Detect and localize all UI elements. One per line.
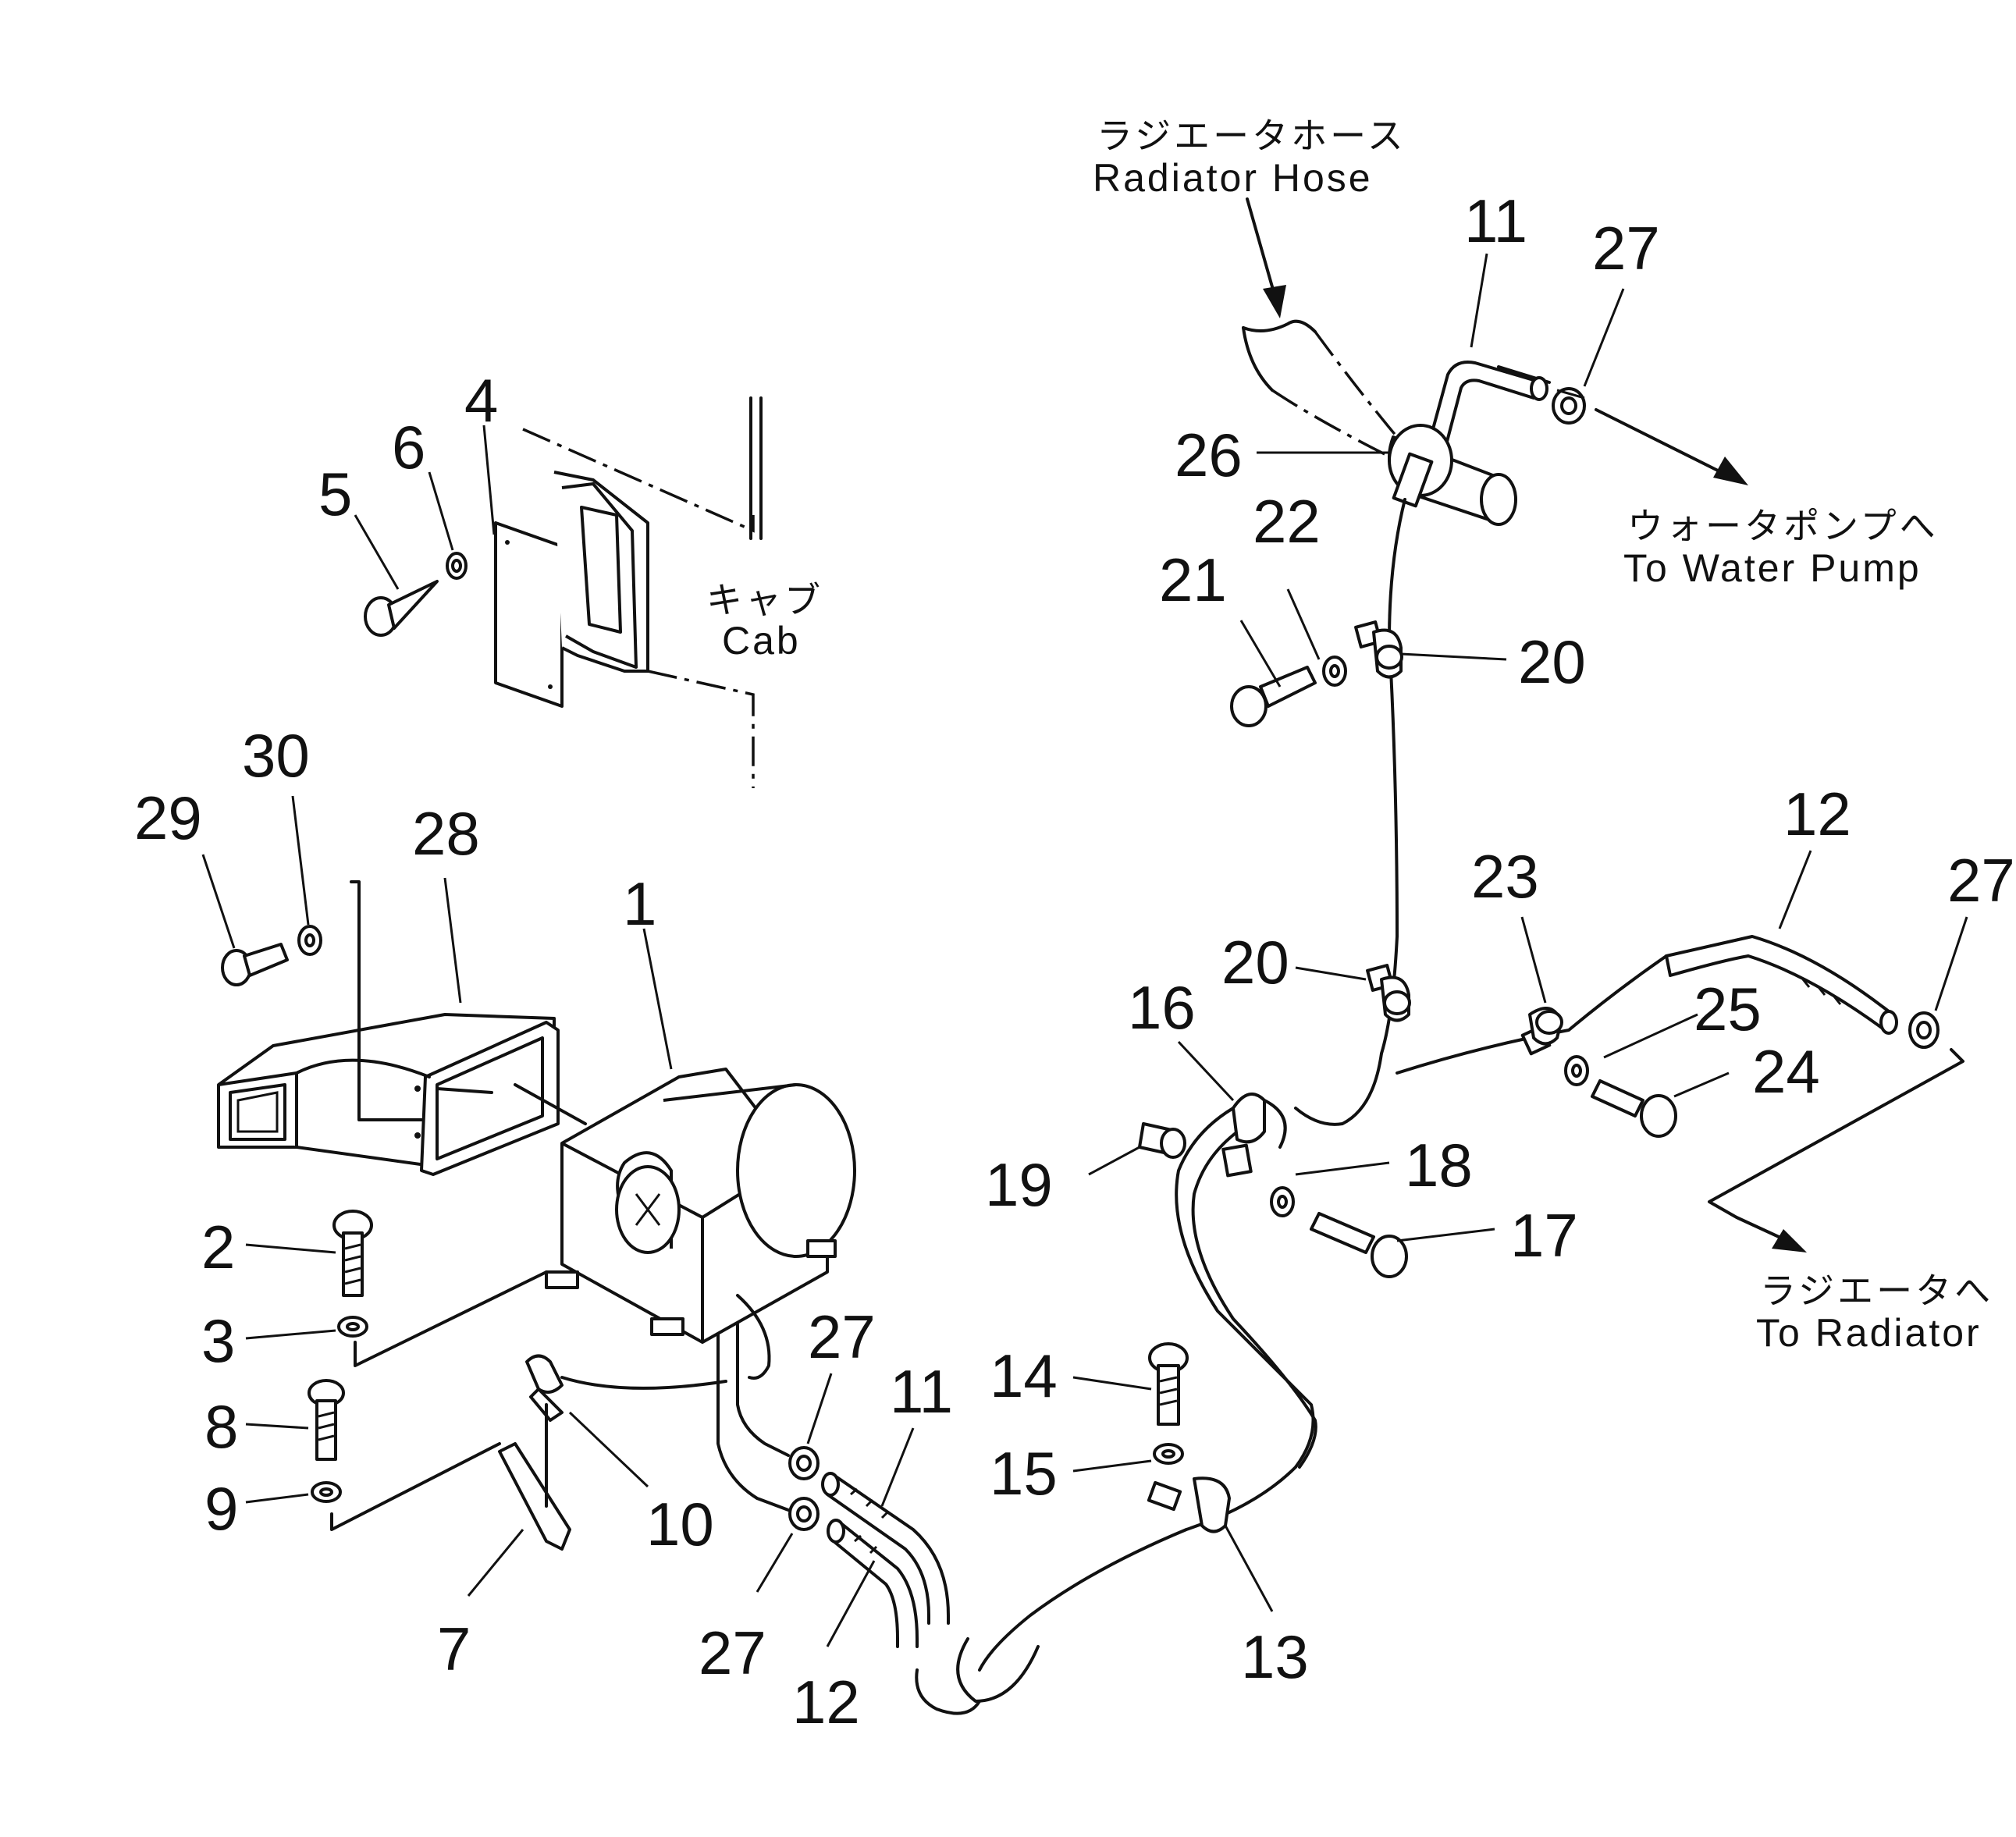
part-number-12-upper: 12 xyxy=(1783,780,1851,848)
bracket-7 xyxy=(498,1403,571,1551)
arrow-radiator-hose xyxy=(1246,197,1286,318)
bolt-21 xyxy=(1230,666,1317,727)
part-number-28: 28 xyxy=(412,799,480,868)
part-number-11-upper: 11 xyxy=(1464,187,1527,255)
washer-25 xyxy=(1564,1055,1589,1086)
part-number-20-upper: 20 xyxy=(1518,627,1586,696)
to-water-pump-label-jp: ウォータポンプへ xyxy=(1627,505,1939,547)
part-number-23: 23 xyxy=(1471,842,1539,911)
hose-clamp-27-lower-lower xyxy=(788,1497,820,1531)
part-number-17: 17 xyxy=(1510,1201,1578,1270)
arrow-to-water-pump xyxy=(1595,408,1748,485)
bolt-29 xyxy=(221,943,289,986)
leader-9 xyxy=(330,1442,501,1531)
cover-plate-4 xyxy=(494,396,763,788)
cab-label-en: Cab xyxy=(722,619,801,663)
part-number-10: 10 xyxy=(646,1490,714,1558)
part-number-27-lower-lower: 27 xyxy=(699,1618,766,1687)
hose-11-upper xyxy=(1423,361,1548,470)
line-upper-2 xyxy=(1294,1052,1383,1126)
part-number-9: 9 xyxy=(204,1474,238,1543)
clamp-20-upper xyxy=(1354,620,1403,679)
washer-3 xyxy=(337,1316,368,1338)
washer-9 xyxy=(311,1481,342,1503)
part-number-8: 8 xyxy=(204,1392,238,1461)
spacer-19 xyxy=(1138,1122,1186,1159)
part-number-7: 7 xyxy=(437,1615,471,1683)
clamp-20-lower xyxy=(1366,964,1411,1022)
to-water-pump-label-en: To Water Pump xyxy=(1623,546,1922,590)
hose-clamp-27-top xyxy=(1552,387,1586,425)
leader-lines xyxy=(201,253,1968,1647)
part-number-2: 2 xyxy=(201,1213,235,1281)
bolt-17 xyxy=(1310,1212,1408,1278)
hose-12-upper xyxy=(1396,935,1898,1075)
duct-28 xyxy=(217,880,587,1176)
clamp-16 xyxy=(1221,1093,1287,1178)
part-number-27-lower-upper: 27 xyxy=(808,1302,876,1371)
to-radiator-label-jp: ラジエータへ xyxy=(1760,1270,1993,1312)
part-number-20-lower: 20 xyxy=(1221,928,1289,997)
part-number-19: 19 xyxy=(985,1150,1053,1219)
hose-12-lower xyxy=(827,1519,919,1648)
heater-unit-1 xyxy=(545,1068,856,1380)
screw-5 xyxy=(364,580,439,637)
radiator-hose-label-jp: ラジエータホース xyxy=(1097,115,1406,157)
part-number-29: 29 xyxy=(134,783,202,852)
connector-10 xyxy=(525,1354,727,1422)
part-number-30: 30 xyxy=(242,721,310,790)
part-number-1: 1 xyxy=(623,869,656,938)
hose-clamp-27-lower-upper xyxy=(788,1446,820,1480)
part-number-13: 13 xyxy=(1241,1622,1309,1691)
part-number-22: 22 xyxy=(1253,487,1321,556)
washer-22 xyxy=(1322,656,1347,687)
part-number-21: 21 xyxy=(1159,545,1227,614)
part-number-11-lower: 11 xyxy=(890,1357,953,1426)
part-number-12-lower: 12 xyxy=(792,1668,860,1736)
part-number-3: 3 xyxy=(201,1306,235,1375)
part-number-14: 14 xyxy=(990,1341,1058,1410)
radiator-hose-label-en: Radiator Hose xyxy=(1093,156,1373,200)
part-number-18: 18 xyxy=(1405,1131,1473,1199)
hose-clamp-27-right xyxy=(1908,1011,1940,1049)
arrow-to-radiator xyxy=(1708,1048,1964,1252)
bolt-24 xyxy=(1591,1079,1677,1138)
part-number-6: 6 xyxy=(392,413,425,481)
washer-6 xyxy=(446,552,468,580)
part-number-16: 16 xyxy=(1128,973,1196,1042)
part-number-27-right: 27 xyxy=(1947,846,2015,915)
part-number-15: 15 xyxy=(990,1439,1058,1508)
bolt-2 xyxy=(332,1210,373,1297)
washer-15 xyxy=(1153,1443,1184,1465)
washer-30 xyxy=(297,925,322,956)
hose-13-long xyxy=(915,1107,1317,1715)
leader-3 xyxy=(354,1270,548,1367)
part-number-26: 26 xyxy=(1175,421,1243,489)
clamp-13 xyxy=(1147,1476,1231,1533)
part-number-25: 25 xyxy=(1694,975,1762,1043)
part-number-5: 5 xyxy=(318,460,352,528)
to-radiator-label-en: To Radiator xyxy=(1756,1311,1982,1355)
part-number-27-top: 27 xyxy=(1592,214,1660,282)
bolt-14 xyxy=(1148,1342,1189,1426)
part-number-4: 4 xyxy=(464,366,498,435)
bolt-8 xyxy=(308,1379,345,1461)
cab-label-jp: キャブ xyxy=(706,579,823,621)
part-number-24: 24 xyxy=(1752,1037,1820,1106)
washer-18 xyxy=(1270,1186,1295,1217)
clamp-23 xyxy=(1520,1007,1563,1056)
hose-11-lower xyxy=(821,1472,950,1625)
